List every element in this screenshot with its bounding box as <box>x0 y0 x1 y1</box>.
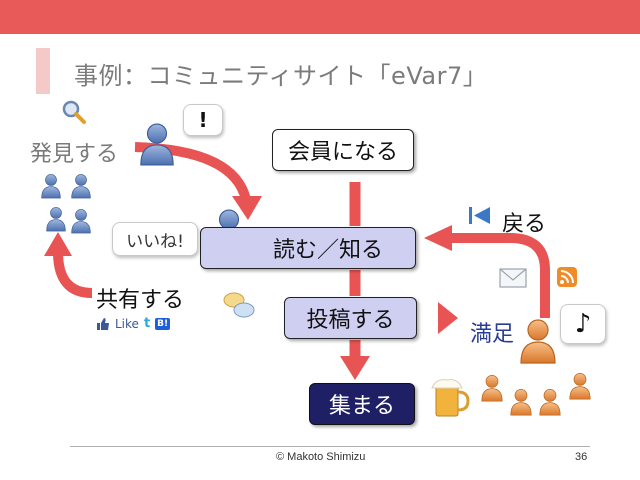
copyright: © Makoto Shimizu <box>276 451 366 463</box>
slide-title: 事例：コミュニティサイト「eVar7」 <box>74 62 488 90</box>
person-satisfied <box>520 319 556 364</box>
social-buttons: Like t B! <box>96 316 171 331</box>
arrowhead-read-left <box>232 196 262 220</box>
node-read-know-label: 読む／知る <box>272 238 383 263</box>
label-share: 共有する <box>96 288 185 313</box>
person-group-right-2 <box>510 389 532 416</box>
hatena-bookmark-icon: B! <box>155 317 171 330</box>
chat-icon <box>223 292 255 318</box>
mail-icon <box>499 268 527 288</box>
footer-divider <box>70 446 590 447</box>
facebook-like-label: Like <box>115 316 139 331</box>
title-accent <box>36 48 50 94</box>
label-discover: 発見する <box>30 142 119 167</box>
person-group-left-2 <box>71 174 91 199</box>
person-group-left-1 <box>41 174 61 199</box>
person-group-left-4 <box>71 209 91 234</box>
flow-arrowhead-gather <box>340 356 370 380</box>
person-group-right-4 <box>569 373 591 400</box>
person-group-right-3 <box>539 389 561 416</box>
rewind-icon <box>469 207 490 224</box>
arrowhead-share <box>44 232 72 256</box>
node-read-know: 読む／知る <box>200 227 416 269</box>
label-back: 戻る <box>502 212 547 237</box>
person-group-right-1 <box>481 375 503 402</box>
person-group-left-3 <box>46 207 66 232</box>
node-become-member: 会員になる <box>272 129 414 171</box>
twitter-icon: t <box>143 316 151 331</box>
top-bar <box>0 0 640 34</box>
rss-icon <box>557 267 577 287</box>
beer-icon <box>431 379 470 417</box>
speech-bubble-iine: いいね! <box>112 222 198 256</box>
arrows <box>44 142 550 380</box>
node-gather: 集まる <box>309 383 415 425</box>
thumbs-up-icon <box>97 317 109 330</box>
search-icon <box>62 100 86 124</box>
page-number: 36 <box>575 451 588 463</box>
node-post: 投稿する <box>284 297 417 339</box>
speech-bubble-exclaim: ! <box>183 104 223 136</box>
arrowhead-satisfy <box>438 302 458 334</box>
label-satisfy: 満足 <box>470 322 515 347</box>
arrow-back-loop <box>448 233 550 318</box>
arrow-share-loop <box>53 251 93 298</box>
speech-bubble-note: ♪ <box>560 304 606 344</box>
arrowhead-back <box>424 225 452 251</box>
